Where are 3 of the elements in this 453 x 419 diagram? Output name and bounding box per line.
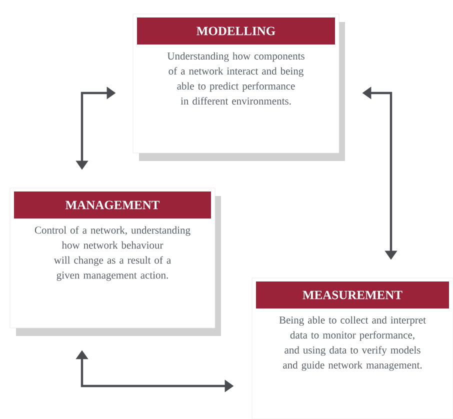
card-box: MODELLING Understanding how components of a network interact and being able to predict performance in different environments. (132, 14, 345, 161)
card-box: MEASUREMENT Being able to collect and interpret data to monitor performance, and using data to verify models and guide network management. (252, 278, 453, 419)
card-box: MANAGEMENT Control of a network, understanding how network behaviour will change as a result of a given management action. (10, 188, 221, 336)
